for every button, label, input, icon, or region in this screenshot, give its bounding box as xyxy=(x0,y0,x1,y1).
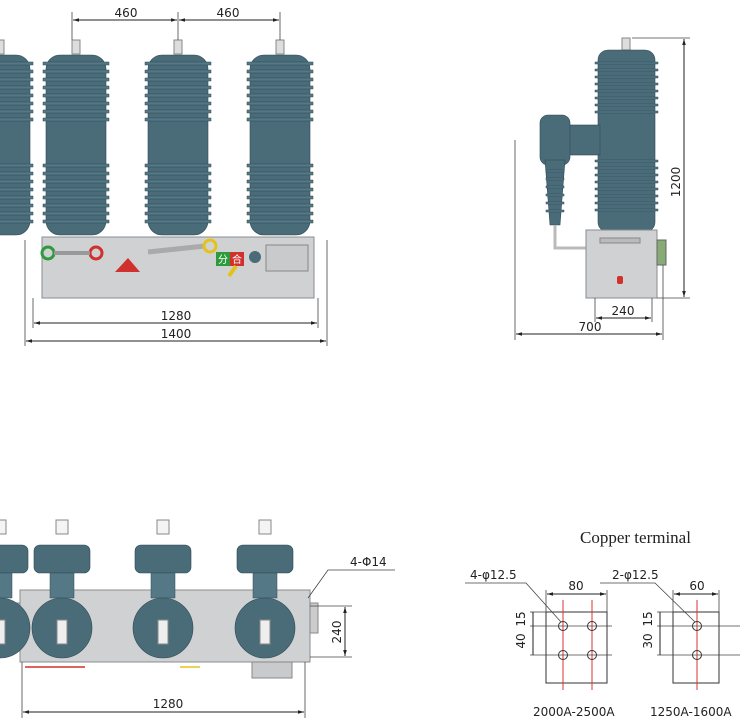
front-pole xyxy=(0,39,34,236)
small-rating: 1250A-1600A xyxy=(650,705,732,719)
mount-holes-label: 4-Φ14 xyxy=(350,555,387,569)
large-dim-hole-spacing: 40 xyxy=(514,633,528,648)
front-view: 分 合 460 460 1280 1400 xyxy=(0,6,328,346)
dim-box-depth: 240 xyxy=(612,304,635,318)
top-view: 1280 240 4-Φ14 xyxy=(0,519,395,718)
copper-terminal-section: Copper terminal 80 15 40 4-φ12.5 2000A-2… xyxy=(465,528,740,719)
counter-dial-icon xyxy=(115,258,140,272)
dim-phase-spacing-left: 460 xyxy=(115,6,138,20)
dim-height: 1200 xyxy=(669,167,683,198)
large-rating: 2000A-2500A xyxy=(533,705,615,719)
copper-terminal-title: Copper terminal xyxy=(580,528,691,547)
small-holes-label: 2-φ12.5 xyxy=(612,568,659,582)
top-pole xyxy=(0,519,31,659)
side-ct xyxy=(539,114,571,166)
dim-mount-width: 1280 xyxy=(161,309,192,323)
large-dim-width: 80 xyxy=(568,579,583,593)
large-dim-top-offset: 15 xyxy=(514,611,528,626)
dim-overall-width: 1400 xyxy=(161,327,192,341)
close-indicator xyxy=(230,252,244,266)
open-indicator xyxy=(216,252,230,266)
terminal-small: 60 15 30 2-φ12.5 1250A-1600A xyxy=(600,568,740,719)
small-dim-hole-spacing: 30 xyxy=(641,633,655,648)
terminal-large: 80 15 40 4-φ12.5 2000A-2500A xyxy=(465,568,615,719)
dim-overall-depth: 700 xyxy=(579,320,602,334)
dim-phase-spacing-right: 460 xyxy=(217,6,240,20)
small-dim-width: 60 xyxy=(689,579,704,593)
dim-top-mount-width: 1280 xyxy=(153,697,184,711)
side-view: 1200 240 700 xyxy=(514,37,690,340)
close-indicator-label: 合 xyxy=(232,253,242,266)
open-indicator-label: 分 xyxy=(218,254,228,266)
operation-knob-icon xyxy=(249,251,261,263)
dim-mount-depth: 240 xyxy=(330,621,344,644)
small-dim-top-offset: 15 xyxy=(641,611,655,626)
lever-ring-icon xyxy=(202,238,218,254)
terminal-box xyxy=(265,244,309,272)
large-holes-label: 4-φ12.5 xyxy=(470,568,517,582)
